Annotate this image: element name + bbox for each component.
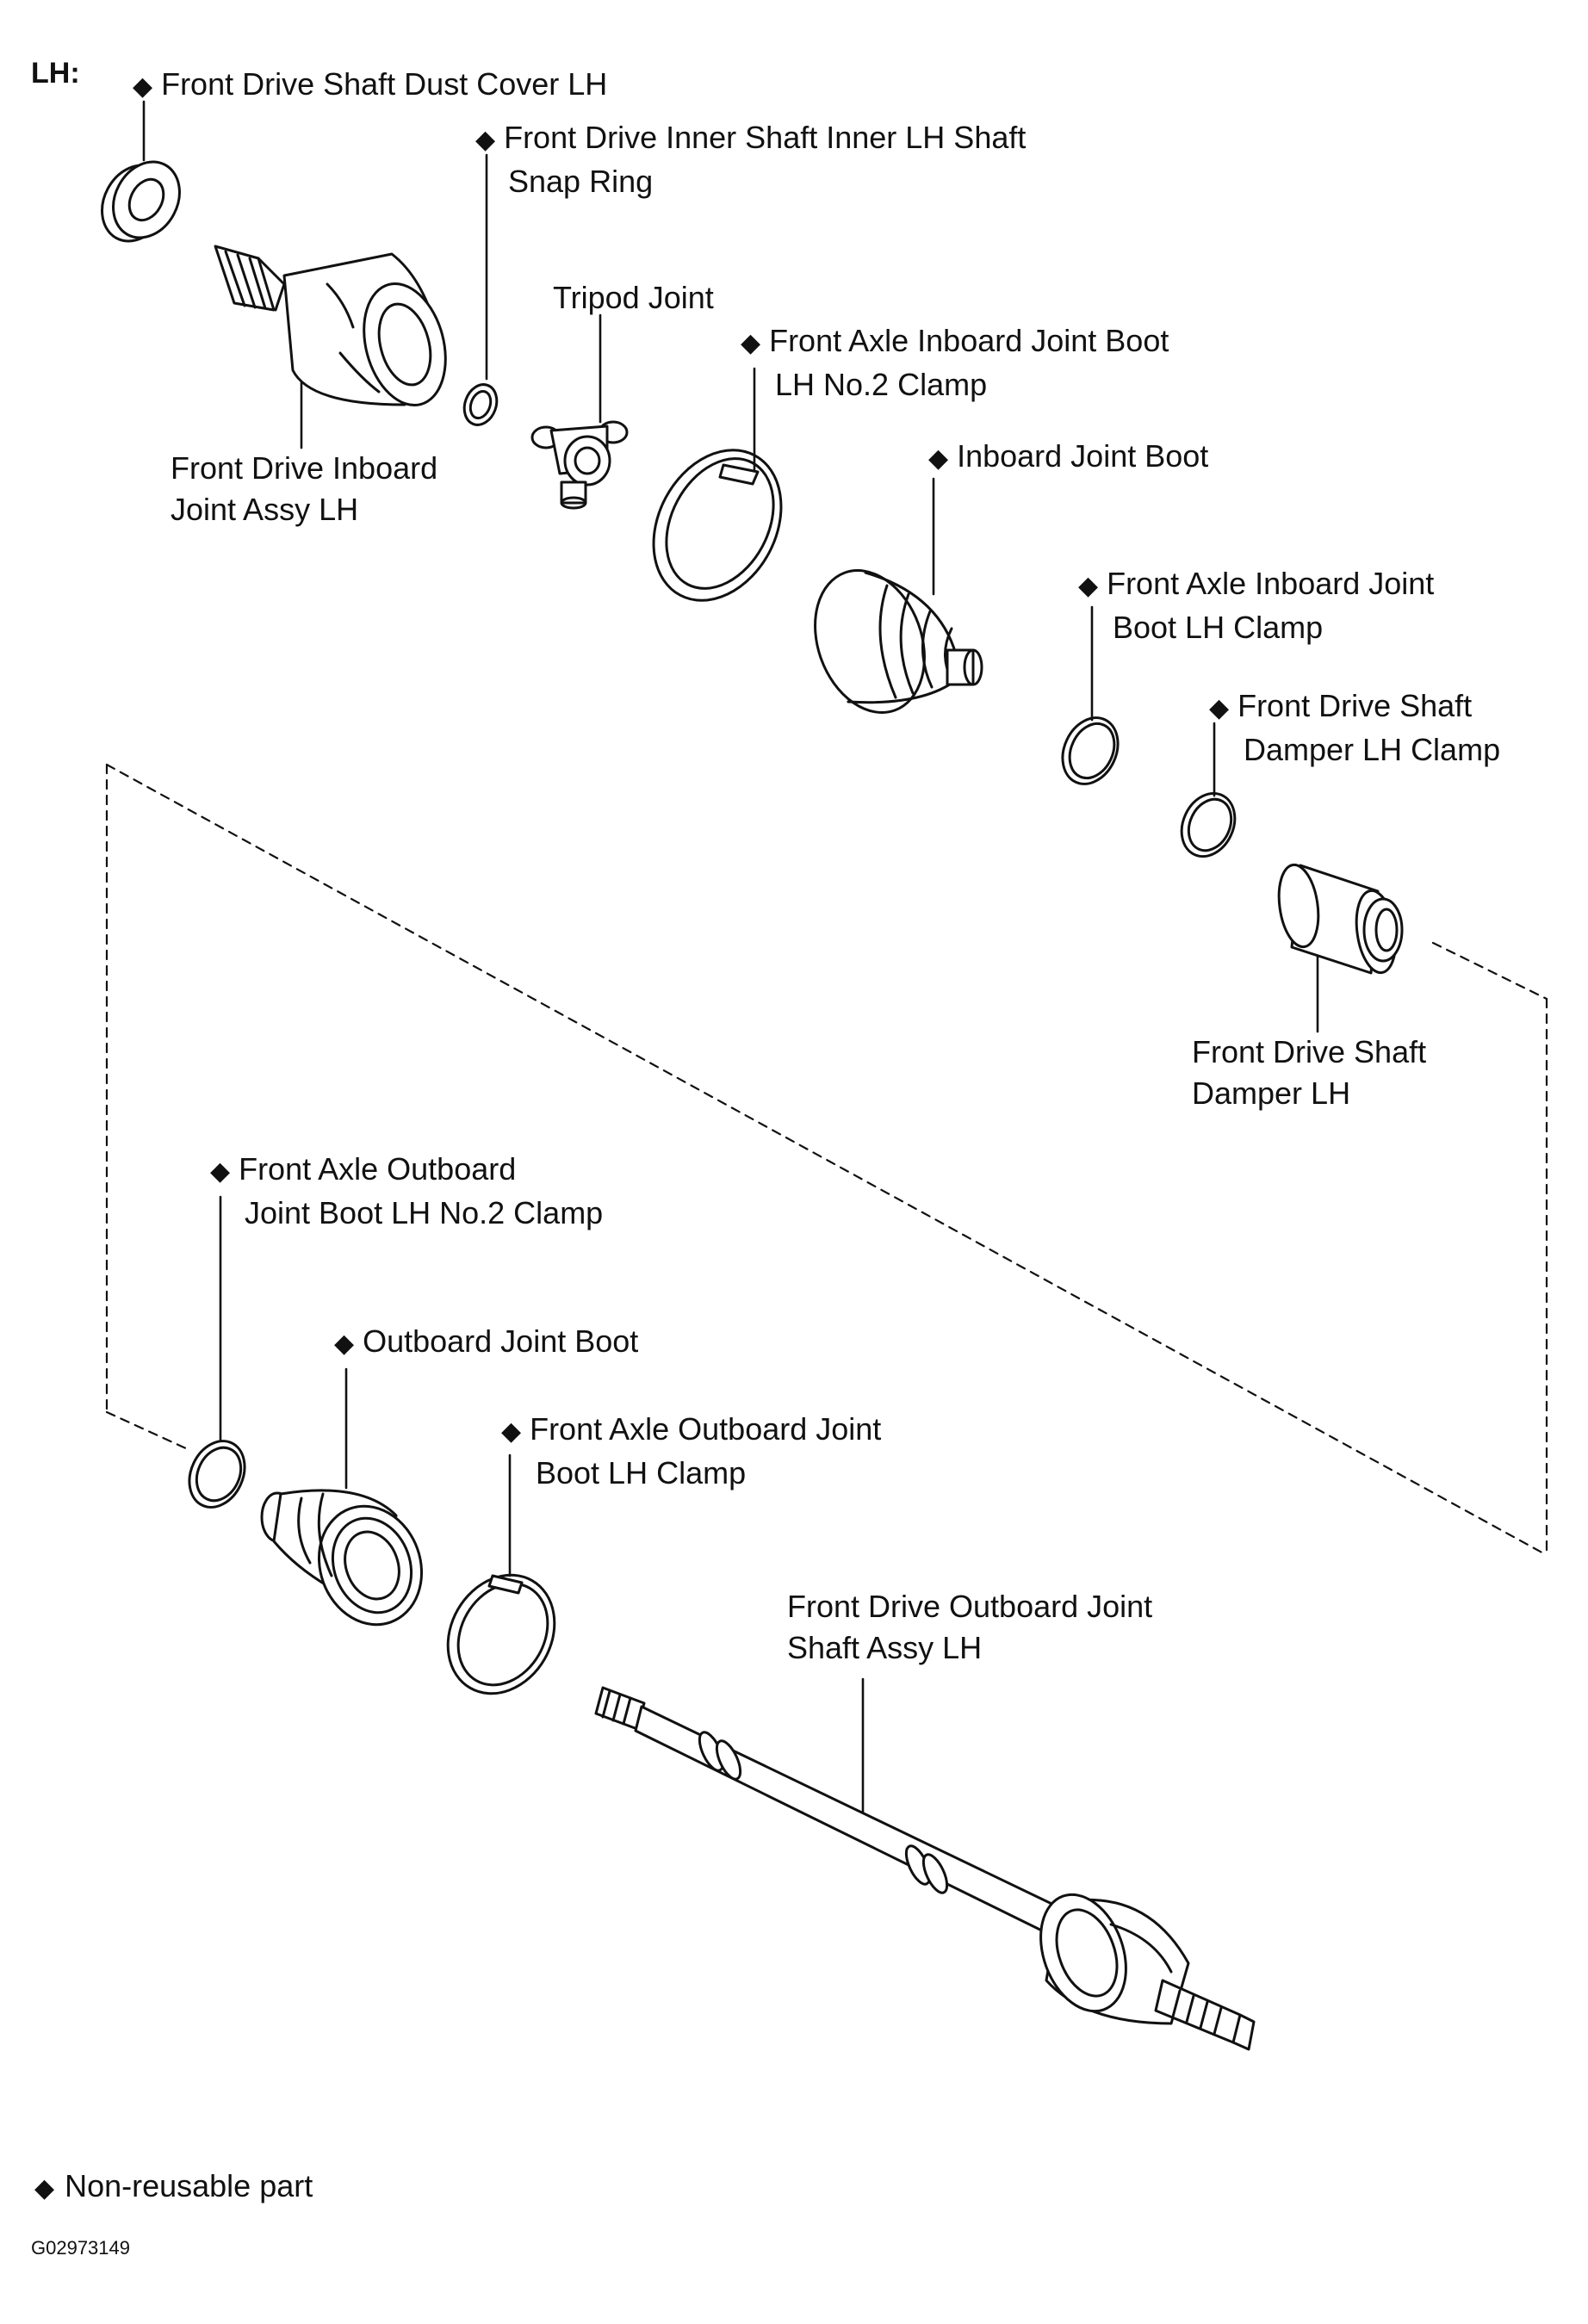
non-reusable-marker-icon: ◆ bbox=[928, 444, 949, 473]
leader-lines bbox=[142, 100, 1319, 1819]
damper-part bbox=[1277, 863, 1404, 975]
outboard-joint-boot-part bbox=[260, 1489, 424, 1627]
non-reusable-marker-icon: ◆ bbox=[334, 1329, 355, 1358]
outboard-clamp-part bbox=[446, 1573, 556, 1695]
non-reusable-marker-icon: ◆ bbox=[741, 329, 761, 357]
inboard-joint-boot-part bbox=[814, 569, 983, 714]
label-damper: Front Drive Shaft Damper LH bbox=[1192, 1034, 1427, 1111]
legend-text: Non-reusable part bbox=[65, 2168, 313, 2203]
non-reusable-marker-icon: ◆ bbox=[1209, 694, 1230, 722]
label-inboard-joint-assy: Front Drive Inboard Joint Assy LH bbox=[171, 450, 438, 527]
label-outboard-no2-clamp: ◆Front Axle Outboard Joint Boot LH No.2 … bbox=[210, 1151, 604, 1230]
figure-code: G02973149 bbox=[31, 2237, 130, 2259]
label-inboard-joint-boot: ◆Inboard Joint Boot bbox=[928, 438, 1209, 474]
outboard-joint-shaft-part bbox=[594, 1686, 1256, 2051]
label-outboard-joint-shaft: Front Drive Outboard Joint Shaft Assy LH bbox=[787, 1589, 1153, 1665]
non-reusable-marker-icon: ◆ bbox=[1078, 572, 1099, 600]
inboard-clamp-part bbox=[1061, 716, 1120, 785]
label-tripod-joint: Tripod Joint bbox=[553, 280, 714, 315]
non-reusable-marker-icon: ◆ bbox=[133, 72, 153, 101]
non-reusable-marker-icon: ◆ bbox=[210, 1157, 231, 1186]
tripod-joint-part bbox=[530, 420, 629, 510]
inboard-no2-clamp-part bbox=[652, 449, 783, 602]
non-reusable-marker-icon: ◆ bbox=[34, 2174, 55, 2203]
label-inboard-clamp: ◆Front Axle Inboard Joint Boot LH Clamp bbox=[1078, 566, 1435, 645]
legend: ◆ Non-reusable part bbox=[34, 2168, 313, 2204]
inboard-joint-part bbox=[214, 245, 447, 407]
snap-ring-part bbox=[462, 383, 499, 426]
damper-clamp-part bbox=[1180, 791, 1237, 858]
label-outboard-joint-boot: ◆Outboard Joint Boot bbox=[334, 1323, 639, 1359]
outboard-no2-clamp-part bbox=[188, 1440, 246, 1509]
side-label: LH: bbox=[31, 57, 80, 90]
assembly-guide-lines bbox=[105, 763, 1548, 1557]
label-outboard-clamp: ◆Front Axle Outboard Joint Boot LH Clamp bbox=[501, 1411, 882, 1490]
label-damper-clamp: ◆Front Drive Shaft Damper LH Clamp bbox=[1209, 688, 1501, 767]
non-reusable-marker-icon: ◆ bbox=[501, 1417, 522, 1446]
dust-cover-part bbox=[101, 160, 181, 243]
non-reusable-marker-icon: ◆ bbox=[475, 126, 496, 154]
label-inboard-no2-clamp: ◆Front Axle Inboard Joint Boot LH No.2 C… bbox=[741, 323, 1169, 402]
label-dust-cover: ◆Front Drive Shaft Dust Cover LH bbox=[133, 66, 608, 102]
label-snap-ring: ◆Front Drive Inner Shaft Inner LH Shaft … bbox=[475, 120, 1027, 199]
